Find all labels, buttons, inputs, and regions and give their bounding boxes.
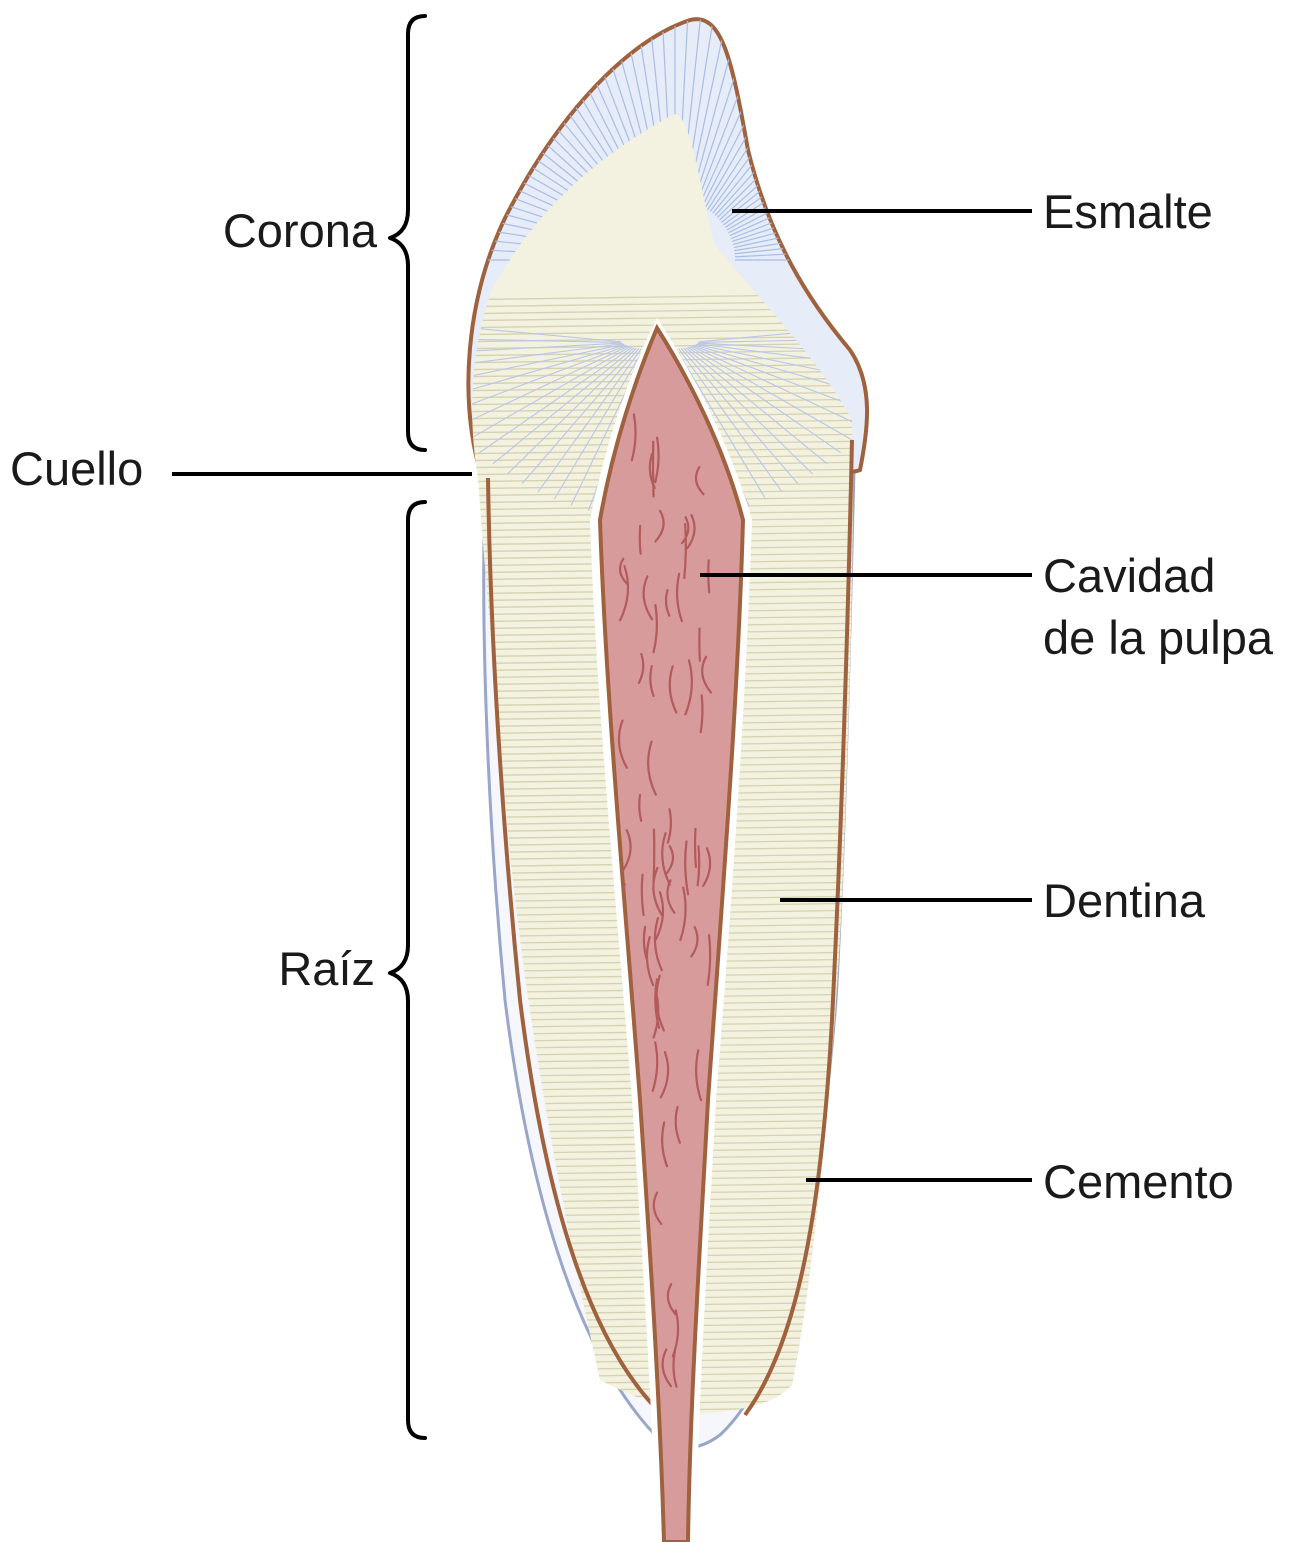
label-cavidad-line1: Cavidad	[1043, 549, 1215, 602]
corona-brace	[390, 16, 425, 450]
label-esmalte: Esmalte	[1043, 185, 1213, 238]
label-dentina: Dentina	[1043, 874, 1206, 927]
label-cuello: Cuello	[10, 442, 143, 495]
label-corona: Corona	[223, 204, 378, 257]
label-raiz: Raíz	[278, 942, 375, 995]
raiz-brace	[390, 502, 425, 1438]
label-cemento: Cemento	[1043, 1155, 1234, 1208]
label-cavidad-line2: de la pulpa	[1043, 611, 1274, 664]
